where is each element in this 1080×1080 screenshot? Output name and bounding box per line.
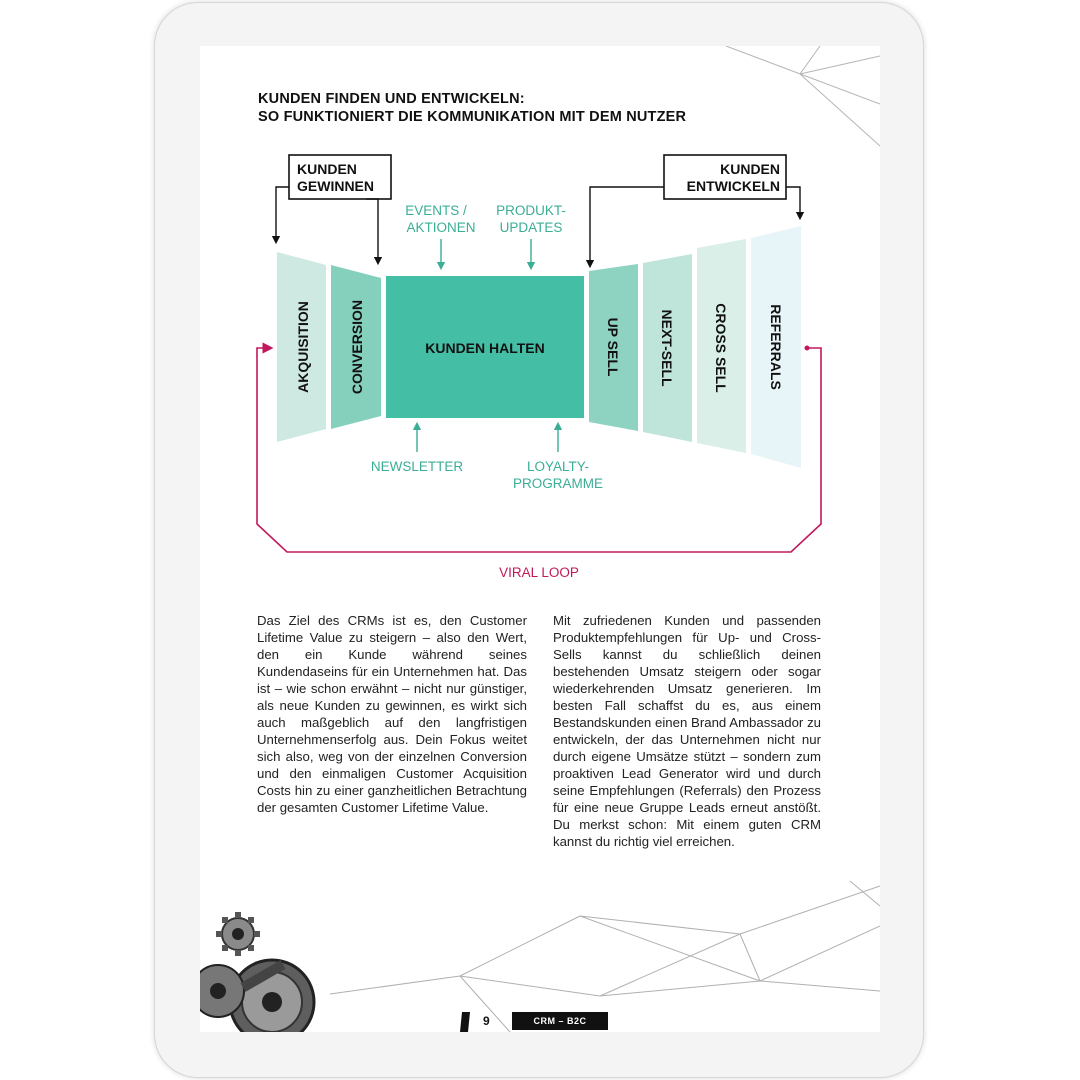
footer-label: CRM – B2C xyxy=(533,1016,587,1026)
decorative-lines-top xyxy=(725,46,880,147)
title-line-1: KUNDEN FINDEN UND ENTWICKELN: xyxy=(258,91,525,107)
kunden-entwickeln-box: KUNDEN ENTWICKELN xyxy=(663,154,787,200)
label-loyalty-line-1: LOYALTY- xyxy=(527,459,589,474)
stage-center-label: KUNDEN HALTEN xyxy=(425,340,545,356)
viral-loop-start-dot xyxy=(804,345,810,351)
kunden-gewinnen-line-1: KUNDEN xyxy=(297,161,357,177)
stage-nextsell-label: NEXT-SELL xyxy=(659,309,675,386)
stage-center-shape xyxy=(386,276,584,418)
stage-nextsell-shape xyxy=(643,254,692,442)
funnel-diagram: KUNDEN GEWINNEN KUNDEN ENTWICKELN EVENTS… xyxy=(256,154,822,580)
body-text-right: Mit zufriedenen Kunden und passenden Pro… xyxy=(553,613,821,849)
label-events-line-1: EVENTS / xyxy=(405,203,467,218)
kunden-gewinnen-line-2: GEWINNEN xyxy=(297,178,374,194)
body-text-left: Das Ziel des CRMs ist es, den Customer L… xyxy=(257,613,527,815)
kunden-entwickeln-line-2: ENTWICKELN xyxy=(687,178,780,194)
stage-akquisition-label: AKQUISITION xyxy=(295,301,311,393)
footer-decoration xyxy=(200,880,880,1032)
kunden-entwickeln-line-1: KUNDEN xyxy=(720,161,780,177)
label-events-line-2: AKTIONEN xyxy=(406,220,475,235)
stage-akquisition-shape xyxy=(277,252,326,442)
stage-conversion-shape xyxy=(331,265,381,429)
stage-upsell-label: UP SELL xyxy=(605,318,621,377)
label-loyalty-line-2: PROGRAMME xyxy=(513,476,603,491)
footer-label-bar xyxy=(512,1012,608,1030)
stage-referrals-shape xyxy=(751,226,801,468)
stage-conversion-label: CONVERSION xyxy=(349,300,365,394)
kunden-gewinnen-box: KUNDEN GEWINNEN xyxy=(288,154,392,200)
stage-crosssell-shape xyxy=(697,239,746,453)
label-newsletter: NEWSLETTER xyxy=(371,459,464,474)
stage-crosssell-label: CROSS SELL xyxy=(713,303,729,393)
label-produkt-line-1: PRODUKT- xyxy=(496,203,566,218)
title-line-2: SO FUNKTIONIERT DIE KOMMUNIKATION MIT DE… xyxy=(258,109,687,125)
stage-upsell-shape xyxy=(589,264,638,431)
label-produkt-line-2: UPDATES xyxy=(500,220,563,235)
footer-page-number: 9 xyxy=(483,1014,490,1028)
page-title: KUNDEN FINDEN UND ENTWICKELN: SO FUNKTIO… xyxy=(258,90,686,126)
page-screen: KUNDEN FINDEN UND ENTWICKELN: SO FUNKTIO… xyxy=(200,46,880,1032)
viral-loop-line xyxy=(256,342,822,553)
viral-loop-label: VIRAL LOOP xyxy=(499,565,579,580)
footer-left-tab xyxy=(460,1012,470,1032)
gear-illustration-icon xyxy=(200,912,316,1032)
stage-referrals-label: REFERRALS xyxy=(768,304,784,390)
